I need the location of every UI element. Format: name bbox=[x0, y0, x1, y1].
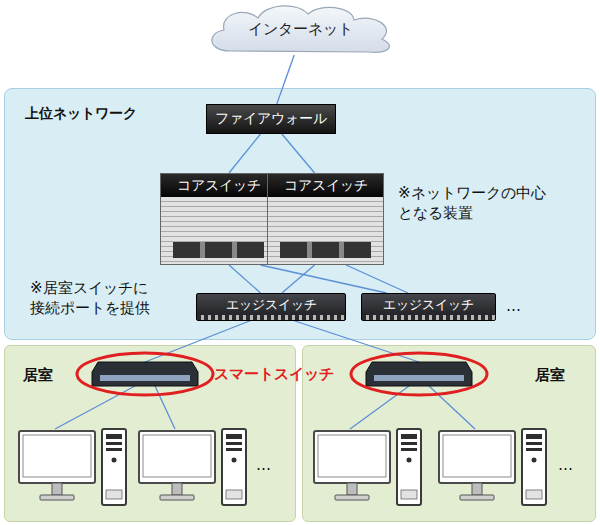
node-label: エッジスイッチ bbox=[226, 297, 317, 313]
node-label: ファイアウォール bbox=[215, 110, 327, 128]
ellipsis: … bbox=[506, 296, 530, 316]
node-label: コアスイッチ bbox=[161, 174, 276, 197]
callout-label: スマートスイッチ bbox=[214, 364, 342, 384]
node-label: エッジスイッチ bbox=[383, 297, 474, 313]
note-text: ※居室スイッチに 接続ポートを提供 bbox=[30, 278, 162, 319]
firewall-box: ファイアウォール bbox=[206, 104, 336, 134]
chassis-body bbox=[268, 197, 383, 264]
region-heading: 居室 bbox=[23, 366, 53, 385]
node-label: インターネット bbox=[248, 20, 353, 39]
chassis-panel bbox=[173, 242, 264, 258]
region-heading: 上位ネットワーク bbox=[25, 105, 137, 123]
node-label: コアスイッチ bbox=[268, 174, 383, 197]
region-heading: 居室 bbox=[535, 366, 565, 385]
core-switch: コアスイッチ bbox=[160, 173, 277, 265]
chassis-panel bbox=[280, 242, 371, 258]
ellipsis: … bbox=[256, 455, 280, 475]
core-switch: コアスイッチ bbox=[267, 173, 384, 265]
note-text: ※ネットワークの中心 となる装置 bbox=[398, 183, 563, 224]
edge-switch: エッジスイッチ bbox=[361, 293, 496, 321]
cloud-node: インターネット bbox=[200, 3, 400, 55]
edge-switch: エッジスイッチ bbox=[196, 293, 346, 321]
ellipsis: … bbox=[558, 455, 582, 475]
smart-switch-device bbox=[92, 362, 472, 386]
cloud-outline bbox=[212, 6, 390, 53]
chassis-body bbox=[161, 197, 276, 264]
